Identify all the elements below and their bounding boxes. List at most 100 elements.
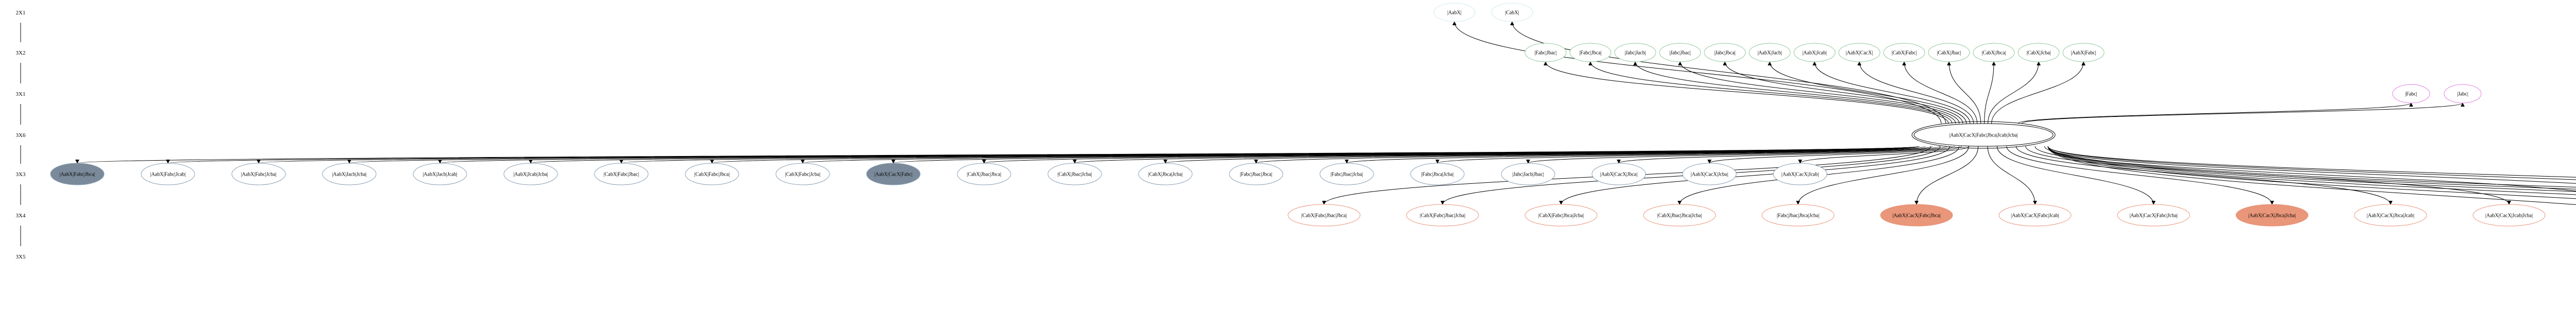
graph-node[interactable]: |AabX|Jcab|Jcba| [503,163,558,185]
edge [1559,146,1950,205]
node-label: |AabX|CacX|Jbca|Jcba| [2248,213,2296,219]
center-node[interactable]: |AabX|CacX|Fabc|Jbca|Jcab|Jcba| [1911,121,2056,149]
graph-node[interactable]: |CabX|Fabc|Jbac|Jcba| [1406,204,1479,227]
graph-node[interactable]: |CabX|Fabc|Jbac| [594,163,649,185]
edge [1588,61,1953,124]
graph-node[interactable]: |AabX|CacX|Jbca|Jcab| [2354,204,2427,227]
graph-node[interactable]: |AabX|CacX|Fabc|Jcab| [1998,204,2072,227]
node-shape [1410,163,1465,185]
graph-node[interactable]: |Jabc|Jbca| [1704,43,1746,62]
edge [2021,102,2465,124]
edge [2006,146,2274,205]
node-outer-border [1911,121,2056,149]
graph-node[interactable]: |Fabc|Jbac|Jbca| [1229,163,1283,185]
edge [1510,21,1946,124]
node-label: |Jabc|Jbca| [1714,50,1736,56]
graph-node[interactable]: |CabX|Fabc| [1883,43,1925,62]
graph-node[interactable]: |AabX|Fabc|Jcab| [141,163,195,185]
edge [1987,146,2037,205]
graph-node[interactable]: |Jabc|Jbac| [1659,43,1701,62]
edge [1991,61,2086,124]
node-label: |AabX|Fabc|Jcba| [241,172,276,178]
node-shape [775,163,830,185]
node-label: |AabX|CacX|Fabc|Jbca|Jcab|Jcba| [1949,133,2018,139]
node-shape [1643,204,1716,227]
node-shape [1793,43,1836,62]
node-label: |AabX|CacX|Fabc|Jbca| [1892,213,1941,219]
graph-node[interactable]: |Fabc|Jbac|Jbca|Jcba| [1761,204,1835,227]
edge [1254,146,1926,164]
node-label: |Jabc|Jacb| [1624,50,1646,56]
node-label: |AabX|CacX|Jcba| [1691,172,1728,178]
node-label: |CabX|Jbac|Jbca|Jcba| [1657,213,1702,219]
graph-node[interactable]: |CabX|Fabc|Jcba| [775,163,830,185]
graph-node[interactable]: |Fabc|Jbac| [1524,43,1567,62]
graph-node[interactable]: |CabX|Jbac|Jbca|Jcba| [1643,204,1716,227]
edge [1435,146,1940,164]
edge [1984,61,1996,124]
node-shape [1229,163,1283,185]
node-label: |Fabc|Jbca|Jcba| [1421,172,1454,178]
graph-node[interactable]: |CabX|Jcba| [2018,43,2060,62]
graph-node[interactable]: |AabX|CacX| [1838,43,1880,62]
graph-node[interactable]: |CabX|Jbca| [1973,43,2015,62]
graph-node[interactable]: |CabX|Jbca|Jcba| [1138,163,1193,185]
graph-node[interactable]: |CabX|Fabc|Jbac|Jbca| [1287,204,1361,227]
graph-node[interactable]: |AabX|Jacb| [1749,43,1791,62]
graph-node[interactable]: |Fabc|Jbca|Jcba| [1410,163,1465,185]
node-shape [1838,43,1880,62]
rank-label: 3X6 [16,132,26,139]
graph-node[interactable]: |AabX|Fabc| [2062,43,2105,62]
node-label: |Jabc| [2457,92,2468,97]
graph-node[interactable]: |AabX|CacX|Fabc|Jcba| [2117,204,2190,227]
graph-node[interactable]: |Fabc| [2392,84,2430,103]
graph-node[interactable]: |CabX|Jbac| [1928,43,1970,62]
node-shape [2062,43,2105,62]
node-label: |CabX|Fabc|Jbac|Jcba| [1420,213,1465,219]
graph-node[interactable]: |AabX|Fabc|Jbca| [50,163,105,185]
node-label: |Fabc|Jbac| [1534,50,1556,56]
node-shape [1773,163,1827,185]
graph-node[interactable]: |Fabc|Jbac|Jcba| [1319,163,1374,185]
edge [2015,146,2393,205]
edge [1723,61,1963,124]
node-shape [594,163,649,185]
node-shape [685,163,739,185]
graph-node[interactable]: |AabX|CacX|Jcba| [1682,163,1737,185]
graph-node[interactable]: |AabX|Fabc|Jcba| [231,163,286,185]
node-label: |AabX|Jacb|Jcba| [332,172,366,178]
edge [1947,61,1981,124]
graph-node[interactable]: |AabX|CacX|Jcab| [1773,163,1827,185]
node-shape [50,163,105,185]
graph-node[interactable]: |AabX|CacX|Fabc|Jbca| [1880,204,1953,227]
rank-label: 3X5 [16,254,26,260]
graph-node[interactable]: |AabX|Jacb|Jcab| [413,163,467,185]
graph-node[interactable]: |Jabc|Jacb| [1614,43,1656,62]
graph-node[interactable]: |AabX|Jcab| [1793,43,1836,62]
node-shape [1749,43,1791,62]
graph-node[interactable]: |CabX|Jbac|Jcba| [1047,163,1102,185]
nodes: |AabX| |CabX| |Fabc|Jbac| |Fabc|Jbca| |Jabc|… [50,3,2546,227]
graph-node[interactable]: |Jabc|Jacb|Jbac| [1501,163,1555,185]
node-label: |CabX|Fabc|Jbca| [694,172,730,178]
graph-node[interactable]: |CabX| [1491,3,1533,22]
node-shape [1524,204,1598,227]
graph-node[interactable]: |AabX|CacX|Jcab|Jcba| [2472,204,2546,227]
graph-node[interactable]: |AabX|Jacb|Jcba| [322,163,377,185]
edge [1796,146,1969,205]
node-shape [322,163,377,185]
graph-node[interactable]: |AabX|CacX|Jbca|Jcba| [2235,204,2309,227]
graph-node[interactable]: |AabX|CacX|Jbca| [1591,163,1646,185]
graph-node[interactable]: |AabX| [1433,3,1476,22]
graph-node[interactable]: |CabX|Fabc|Jbca|Jcba| [1524,204,1598,227]
node-label: |Jabc|Jbac| [1669,50,1691,56]
graph-node[interactable]: |Jabc| [2444,84,2482,103]
graph-node[interactable]: |AabX|CacX|Fabc| [866,163,921,185]
graph-node[interactable]: |Fabc|Jbca| [1569,43,1612,62]
node-shape [2444,84,2482,103]
node-shape [1973,43,2015,62]
node-label: |Fabc| [2405,92,2417,97]
graph-node[interactable]: |CabX|Jbac|Jbca| [957,163,1011,185]
node-shape [1138,163,1193,185]
graph-node[interactable]: |CabX|Fabc|Jbca| [685,163,739,185]
